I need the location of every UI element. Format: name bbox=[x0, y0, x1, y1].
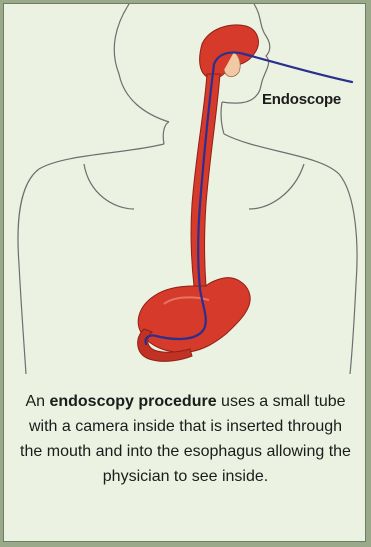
info-card: Endoscope An endoscopy procedure uses a … bbox=[3, 3, 366, 542]
caption-prefix: An bbox=[25, 393, 49, 410]
endoscope-label: Endoscope bbox=[262, 91, 341, 108]
caption-bold-term: endoscopy procedure bbox=[49, 393, 216, 410]
endoscopy-diagram bbox=[4, 4, 367, 374]
caption-text: An endoscopy procedure uses a small tube… bbox=[18, 389, 353, 489]
anatomy-illustration: Endoscope bbox=[4, 4, 367, 374]
esophagus-shape bbox=[191, 74, 220, 286]
stomach-shape bbox=[138, 278, 250, 353]
